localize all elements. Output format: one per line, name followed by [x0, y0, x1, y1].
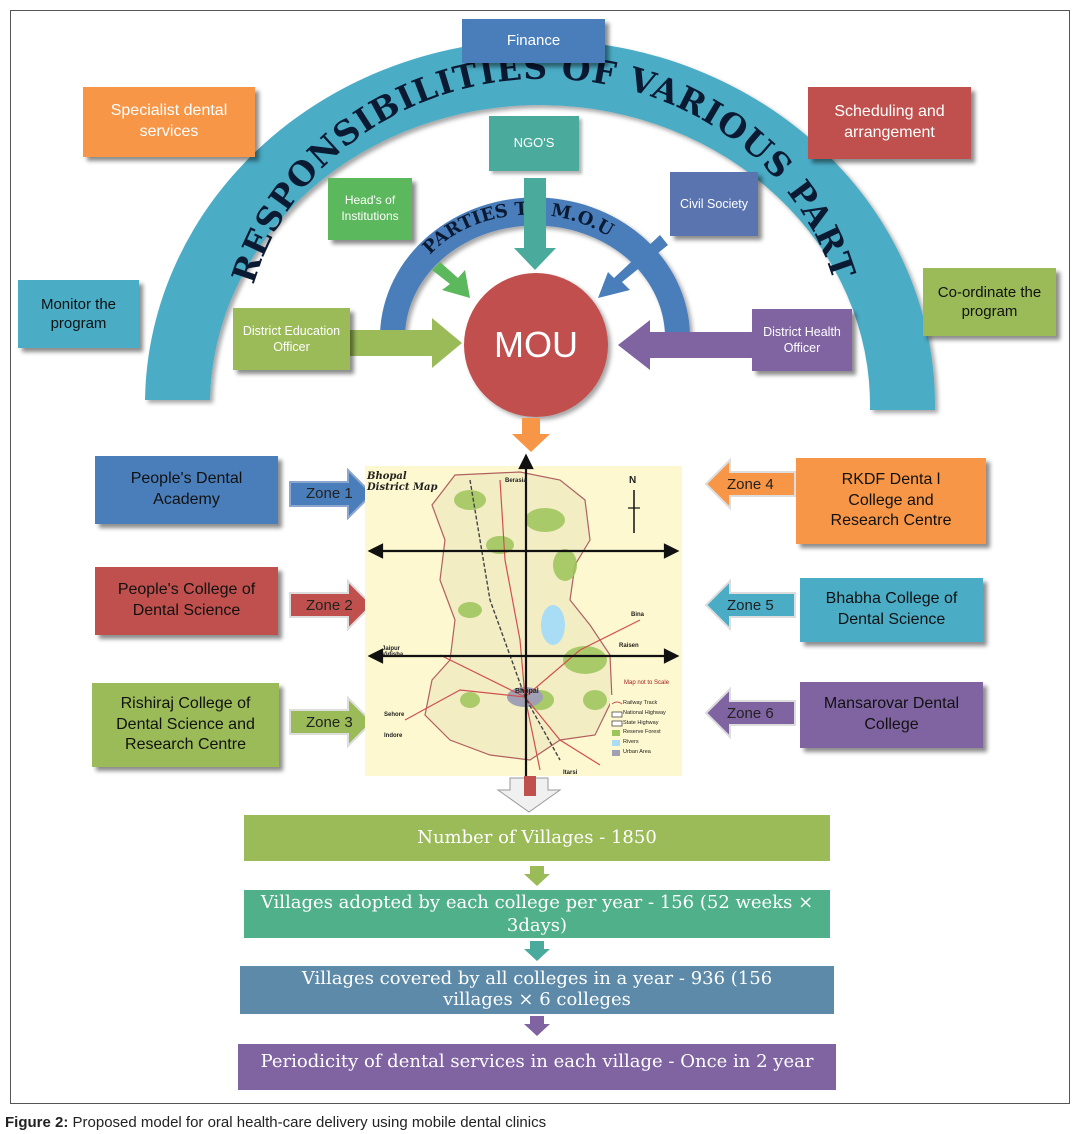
map-title: Bhopal District Map	[367, 471, 438, 493]
coordinate-box: Co-ordinate the program	[923, 268, 1056, 336]
dho-box: District Health Officer	[752, 309, 852, 371]
inner-arc	[379, 197, 690, 340]
map-place-label: Vidisha	[382, 652, 404, 658]
mou-label: MOU	[494, 323, 578, 365]
zone3-arrow	[289, 695, 374, 749]
zone5-arrow	[704, 578, 796, 632]
caption-label: Figure 2:	[5, 1114, 69, 1131]
dho-arrow	[618, 320, 752, 370]
zone-6-label: Zone 6	[727, 705, 774, 722]
flow-step-1: Number of Villages - 1850	[244, 815, 830, 861]
mou-down-arrow	[512, 418, 550, 452]
college-box-4: RKDF Denta l College and Research Centre	[796, 458, 986, 544]
map-legend-item: State Highway	[623, 719, 659, 726]
zone-5-label: Zone 5	[727, 597, 774, 614]
zone-4-label: Zone 4	[727, 476, 774, 493]
map-legend-item: Railway Track	[623, 700, 658, 706]
college-box-3: Rishiraj College of Dental Science and R…	[92, 683, 279, 767]
zone-1-label: Zone 1	[306, 485, 353, 502]
ngo-box: NGO'S	[489, 116, 579, 171]
college-box-2: People's College of Dental Science	[95, 567, 278, 635]
zone1-arrow	[289, 467, 374, 521]
map-place-label: Bina	[631, 612, 645, 618]
figure-caption: Figure 2: Proposed model for oral health…	[5, 1114, 546, 1131]
flow-arrow-2	[524, 941, 550, 961]
map-legend-item: National Highway	[623, 709, 666, 716]
zone-2-label: Zone 2	[306, 597, 353, 614]
map-legend	[610, 695, 680, 775]
map-north-label: N	[629, 475, 637, 486]
civil-society-box: Civil Society	[670, 172, 758, 236]
college-box-1: People's Dental Academy	[95, 456, 278, 524]
map-legend-item: Rivers	[623, 739, 639, 746]
map-scale-note: Map not to Scale	[624, 680, 670, 686]
zone2-arrow	[289, 578, 374, 632]
flow-arrow-1	[524, 866, 550, 886]
map-rail	[469, 479, 561, 761]
heads-arrow	[432, 262, 470, 298]
flow-step-4: Periodicity of dental services in each v…	[238, 1044, 836, 1090]
ngo-arrow	[514, 178, 556, 270]
college-box-6: Mansarovar Dental College	[800, 682, 983, 748]
deo-box: District Education Officer	[233, 308, 350, 370]
zone-3-label: Zone 3	[306, 714, 353, 731]
map-lake	[541, 605, 565, 645]
map-place-label: Sehore	[384, 712, 405, 718]
scheduling-box: Scheduling and arrangement	[808, 87, 971, 159]
specialist-box: Specialist dental services	[83, 87, 255, 157]
mou-circle	[464, 273, 608, 417]
caption-text: Proposed model for oral health-care deli…	[68, 1114, 547, 1131]
map-legend-item: Reserve Forest	[623, 729, 661, 736]
map-place-label: Raisen	[619, 643, 639, 649]
map-legend-item: Urban Area	[623, 748, 651, 755]
flow-step-2: Villages adopted by each college per yea…	[244, 890, 830, 938]
map-crosshair	[367, 453, 680, 776]
heads-box: Head's of Institutions	[328, 178, 412, 240]
flow-arrow-3	[524, 1016, 550, 1036]
flow-step-3: Villages covered by all colleges in a ye…	[240, 966, 834, 1014]
map-bhopal-label: Bhopal	[515, 688, 539, 695]
map-place-label: Indore	[384, 733, 403, 739]
zone6-arrow	[704, 686, 796, 740]
map-place-label: Berasia	[505, 478, 527, 484]
civil-arrow	[598, 235, 668, 298]
outer-arc	[145, 39, 936, 410]
figure-frame	[10, 10, 1070, 1104]
map-place-label: Jaipur	[382, 646, 401, 652]
monitor-box: Monitor the program	[18, 280, 139, 348]
deo-arrow	[350, 318, 462, 368]
zone4-arrow	[704, 457, 796, 511]
finance-box: Finance	[462, 19, 605, 63]
college-box-5: Bhabha College of Dental Science	[800, 578, 983, 642]
map-place-label: Itarsi	[563, 770, 578, 776]
